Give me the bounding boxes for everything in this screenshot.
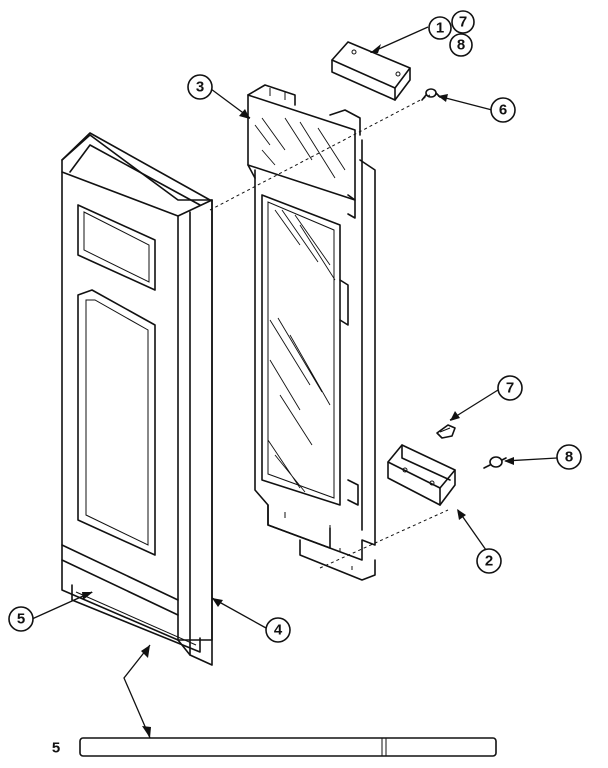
- svg-text:7: 7: [506, 380, 514, 397]
- callout-8-lower: 8: [556, 444, 582, 470]
- svg-text:2: 2: [485, 553, 493, 570]
- top-hinge-bracket: [331, 41, 411, 101]
- svg-text:4: 4: [274, 622, 283, 639]
- inner-panel: [247, 84, 376, 581]
- callout-7-lower: 7: [497, 375, 523, 401]
- callout-4: 4: [265, 617, 291, 643]
- screw-lower-8: [483, 456, 507, 469]
- leader-arrows: [82, 44, 514, 738]
- screw-lower-7: [436, 424, 456, 439]
- leader-lines: [31, 26, 558, 739]
- callout-1: 1: [428, 16, 452, 40]
- lower-hinge-bracket: [387, 444, 456, 506]
- screw-top: [421, 88, 441, 101]
- callout-6: 6: [490, 97, 516, 123]
- svg-text:6: 6: [499, 102, 507, 119]
- callout-7-top: 7: [451, 10, 475, 34]
- svg-text:7: 7: [459, 14, 467, 31]
- choke-strip: [79, 737, 497, 757]
- strip-label-5: 5: [52, 740, 60, 757]
- svg-text:8: 8: [457, 37, 465, 54]
- door-frame: [61, 132, 213, 666]
- glass-hatching: [254, 117, 346, 493]
- callout-8-top: 8: [449, 33, 473, 57]
- svg-text:8: 8: [565, 449, 573, 466]
- callout-2: 2: [476, 548, 502, 574]
- svg-text:5: 5: [17, 611, 25, 628]
- svg-text:3: 3: [196, 79, 204, 96]
- svg-text:1: 1: [436, 20, 444, 37]
- callout-5: 5: [8, 606, 34, 632]
- callout-3: 3: [187, 74, 213, 100]
